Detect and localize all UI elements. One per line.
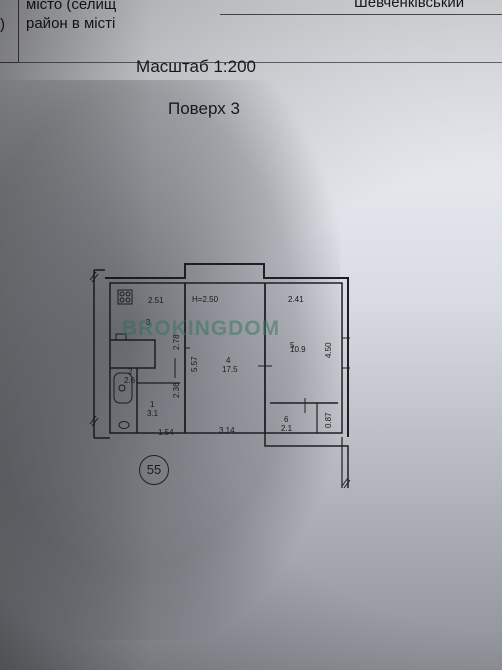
closet-depth: 0.87: [324, 412, 333, 428]
header-cell: [0, 0, 19, 63]
kitchen-width: 2.51: [148, 296, 164, 305]
scale-label: Масштаб 1:200: [136, 57, 256, 76]
room-4-bottom-width: 3.14: [219, 426, 235, 435]
room-5-depth: 4.50: [324, 342, 333, 358]
paren-mark: ): [0, 16, 5, 33]
hall-depth: 2.36: [172, 382, 181, 398]
room-4-depth: 5.57: [190, 356, 199, 372]
header-line: [220, 14, 502, 15]
building-number: 55: [146, 462, 162, 477]
floor-plan-drawing: [89, 263, 351, 489]
room-5-area: 10.9: [290, 345, 306, 354]
header-rule: [18, 62, 502, 63]
floor-label: Поверх 3: [168, 99, 240, 118]
room-4-id: 4: [226, 356, 231, 365]
room-4-area: 17.5: [222, 365, 238, 374]
floor-plan: 2.51 3 2.78 H=2.50 5.57 4 17.5 3.14 2.41…: [80, 248, 370, 508]
room-4-height: H=2.50: [192, 295, 219, 304]
header-line-city: місто (селищ: [26, 0, 117, 13]
room-2-area: 2.6: [124, 376, 136, 385]
watermark-logo: BROKINGDOM: [122, 317, 281, 340]
room-6-id: 6: [284, 415, 289, 424]
room-1-area: 3.1: [147, 409, 159, 418]
room-2-id: 2: [128, 367, 133, 376]
header-district-name: Шевченківський: [354, 0, 465, 11]
header-line-district-label: район в місті: [26, 15, 116, 32]
room-5-id: 5: [290, 341, 295, 350]
room-5-width: 2.41: [288, 295, 304, 304]
room-1-width: 1.54: [158, 428, 174, 437]
building-number-badge: 55: [139, 455, 169, 485]
room-6-area: 2.1: [281, 424, 293, 433]
room-3-id: 3: [146, 318, 151, 327]
room-1-id: 1: [150, 400, 155, 409]
